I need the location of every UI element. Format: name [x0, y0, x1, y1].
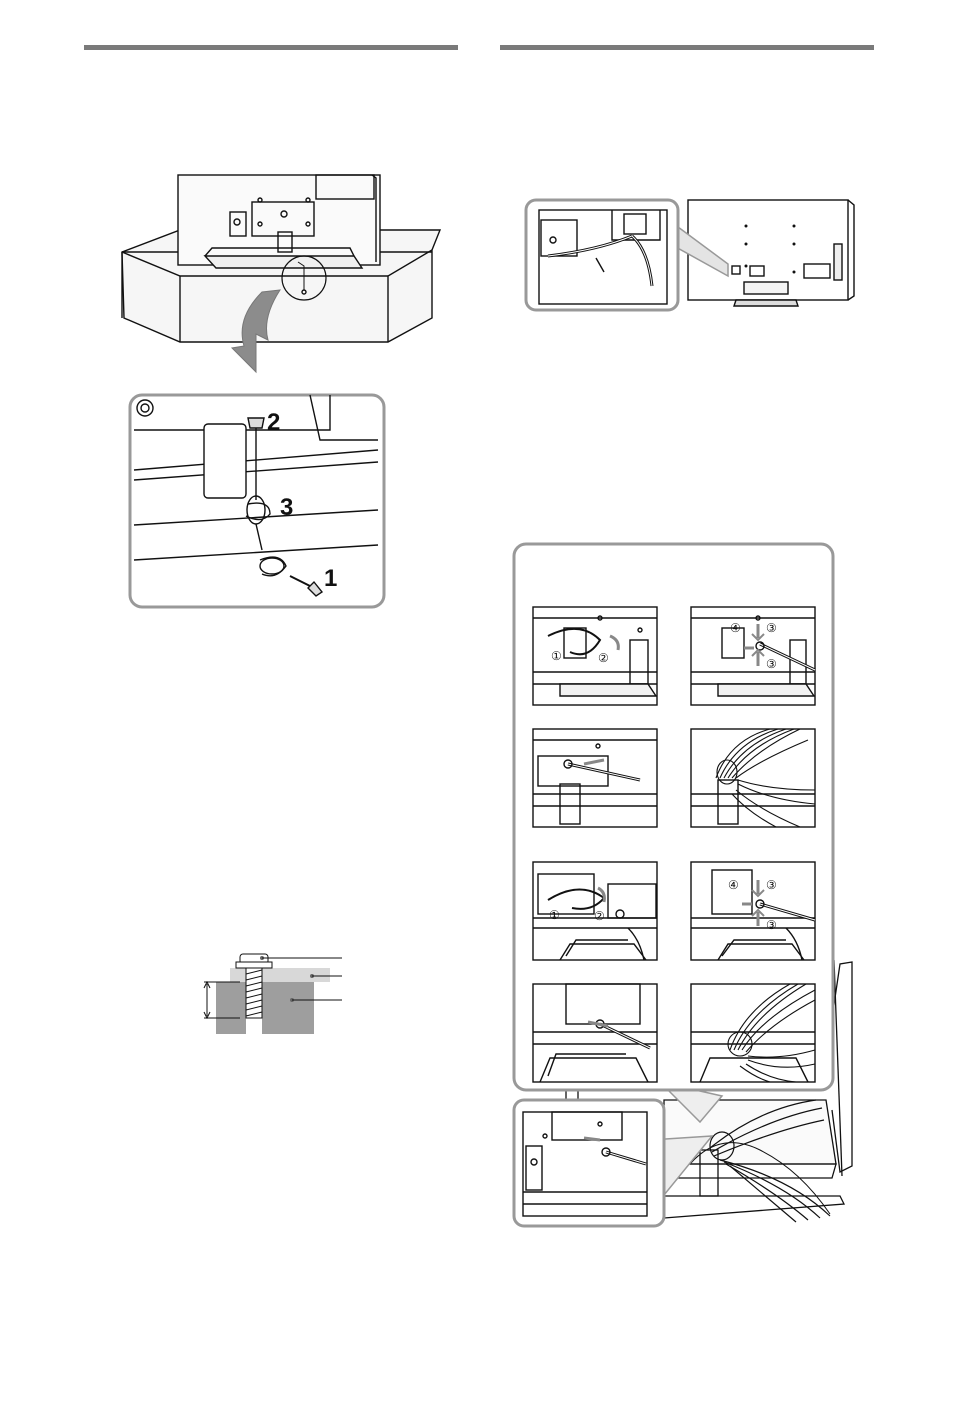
step-circle-a2: ②	[598, 651, 609, 665]
step-circle-f1: ④	[728, 878, 739, 892]
step-circle-f3: ③	[766, 918, 777, 932]
step-circle-e1: ①	[549, 908, 560, 922]
step-circle-b1: ④	[730, 621, 741, 635]
step-circle-b2: ③	[766, 621, 777, 635]
step-circle-e2: ②	[594, 909, 605, 923]
step-circle-b3: ③	[766, 657, 777, 671]
step-circle-a1: ①	[551, 649, 562, 663]
step-circle-f2: ③	[766, 878, 777, 892]
